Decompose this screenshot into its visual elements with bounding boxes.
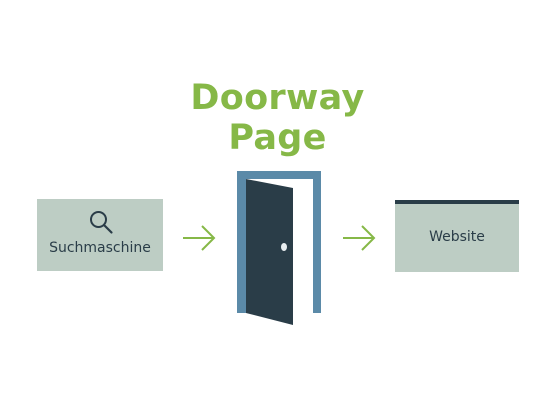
- search-engine-node: Suchmaschine: [37, 199, 163, 271]
- browser-bar: [395, 200, 519, 204]
- search-engine-label: Suchmaschine: [49, 240, 151, 256]
- website-label: Website: [429, 229, 485, 245]
- diagram-title-line1: Doorway: [190, 78, 365, 118]
- diagram-title-line2: Page: [228, 118, 327, 158]
- website-node: Website: [395, 200, 519, 272]
- arrow-right-icon: [343, 225, 376, 251]
- open-door-icon: [237, 171, 321, 325]
- arrow-right-icon: [183, 225, 216, 251]
- magnifier-icon: [90, 211, 113, 234]
